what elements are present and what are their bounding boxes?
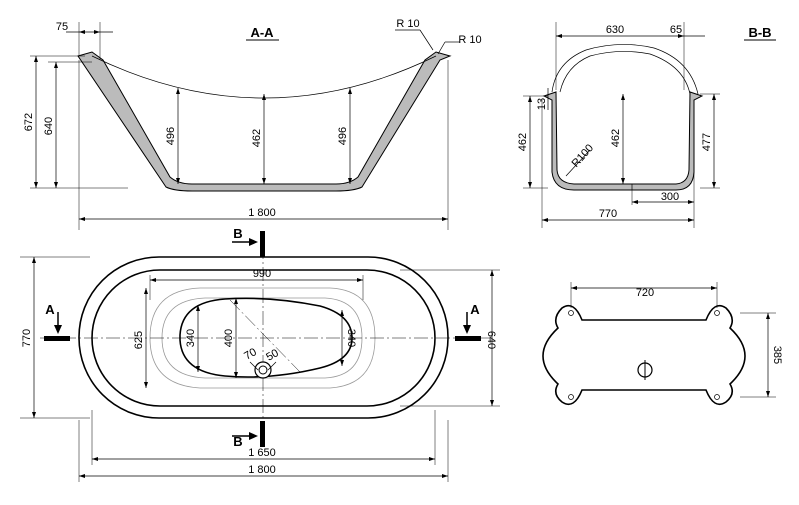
section-aa-rim-curve — [91, 55, 437, 99]
leader — [437, 41, 446, 55]
dim-rim-width: 75 — [56, 21, 68, 33]
radius-label-2: R 10 — [458, 34, 481, 46]
section-marker-a-right: A — [455, 302, 481, 341]
dim-depth-left: 462 — [517, 133, 529, 151]
dim-floor-width-right: 340 — [345, 329, 357, 347]
marker-arrow-icon — [249, 238, 258, 246]
section-aa-shell — [77, 51, 452, 192]
dim-depth-right: 496 — [337, 127, 349, 145]
marker-a-left-label: A — [45, 302, 55, 317]
section-bb-shell — [542, 91, 704, 191]
dim-depth-center: 462 — [251, 129, 263, 147]
mount-hole-icon — [714, 394, 720, 400]
dim-depth-right: 477 — [701, 133, 713, 151]
drain-inner-icon — [258, 365, 268, 375]
dim-bottom-offset: 300 — [661, 191, 679, 203]
dim-arrows — [340, 310, 344, 366]
marker-a-right-label: A — [470, 302, 480, 317]
dim-depth-center: 462 — [610, 129, 622, 147]
dim-rim-offset: 65 — [670, 24, 682, 36]
mount-hole-icon — [568, 310, 574, 316]
centerline-diagonal — [229, 299, 301, 373]
plan-view: 770 640 990 625 340 400 340 70 50 1 — [20, 226, 500, 482]
dim-plan-inner-width: 640 — [485, 331, 497, 349]
dim-arrows — [79, 30, 100, 34]
mount-hole-icon — [568, 394, 574, 400]
section-marker-b-bottom: B — [232, 421, 265, 449]
dim-width: 770 — [599, 208, 617, 220]
leader — [267, 361, 277, 371]
dim-basin-length: 990 — [253, 268, 271, 280]
dim-drain-offset-2: 50 — [264, 347, 281, 364]
dim-top-width: 630 — [606, 24, 624, 36]
marker-arrow-icon — [249, 432, 258, 440]
dim-height-outer: 672 — [23, 113, 35, 131]
marker-b-bottom-label: B — [233, 434, 242, 449]
section-marker-a-left: A — [44, 302, 70, 341]
section-bb-view: B-B 630 65 13 462 462 — [517, 22, 776, 228]
dim-base-length: 720 — [636, 287, 654, 299]
mount-hole-icon — [714, 310, 720, 316]
base-plate-outline — [542, 304, 746, 406]
marker-arrow-icon — [463, 325, 471, 334]
dim-length: 1 800 — [248, 207, 276, 219]
dim-height-inner: 640 — [43, 117, 55, 135]
radius-label: R100 — [570, 142, 597, 170]
drain-outer-icon — [254, 361, 272, 379]
dim-rim-thickness: 13 — [536, 98, 548, 110]
dim-floor-width-center: 400 — [223, 329, 235, 347]
leader — [565, 149, 591, 177]
section-aa-title: A-A — [250, 25, 274, 40]
base-plate-view: 720 385 — [542, 282, 783, 406]
dim-plan-inner-length: 1 650 — [248, 447, 276, 459]
dim-plan-length: 1 800 — [248, 464, 276, 476]
section-bb-back-rim — [551, 44, 699, 95]
dim-base-width: 385 — [771, 346, 783, 364]
leader — [249, 361, 259, 371]
dim-depth-left: 496 — [165, 127, 177, 145]
section-bb-title: B-B — [748, 25, 771, 40]
section-aa-view: A-A 75 672 640 496 462 — [23, 18, 482, 230]
marker-bar — [455, 336, 481, 341]
marker-bar — [260, 231, 265, 257]
marker-arrow-icon — [54, 325, 62, 334]
marker-bar — [44, 336, 70, 341]
leader — [419, 29, 434, 51]
dim-basin-width: 625 — [133, 331, 145, 349]
dim-drain-offset-1: 70 — [242, 346, 259, 363]
section-marker-b-top: B — [232, 226, 265, 257]
dim-floor-width-left: 340 — [185, 329, 197, 347]
radius-label-1: R 10 — [396, 18, 419, 30]
marker-b-top-label: B — [233, 226, 242, 241]
dim-plan-width: 770 — [21, 329, 33, 347]
marker-bar — [260, 421, 265, 447]
section-bb-back-rim-inner — [559, 51, 691, 95]
